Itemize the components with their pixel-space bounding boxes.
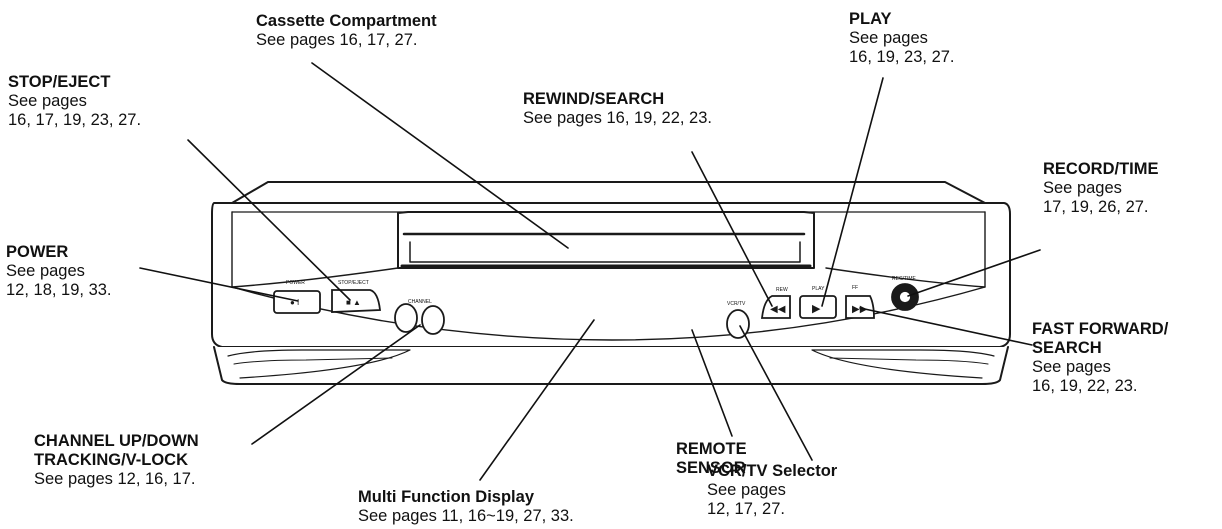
callout-channel-title1: CHANNEL UP/DOWN bbox=[34, 432, 199, 450]
callout-rewind: REWIND/SEARCH See pages 16, 19, 22, 23. bbox=[523, 90, 712, 128]
cassette-slot-face bbox=[409, 241, 801, 263]
leader-remote-sensor bbox=[691, 329, 733, 437]
callout-channel-ref: See pages 12, 16, 17. bbox=[34, 470, 196, 488]
callout-channel: CHANNEL UP/DOWN TRACKING/V-LOCK See page… bbox=[34, 432, 199, 489]
callout-vcr-tv-ref1: See pages bbox=[707, 481, 786, 499]
leader-stop-eject bbox=[187, 139, 351, 301]
base-right-foot bbox=[811, 349, 995, 379]
stop-eject-button bbox=[331, 289, 382, 313]
callout-remote-sensor-title1: REMOTE bbox=[676, 440, 747, 458]
fast-forward-button bbox=[845, 295, 875, 319]
leader-record bbox=[907, 249, 1041, 297]
panel-label-vcr-tv: VCR/TV bbox=[727, 301, 746, 307]
panel-label-rec: REC/TIME bbox=[892, 276, 916, 282]
callout-fast-forward-ref1: See pages bbox=[1032, 358, 1111, 376]
leader-power bbox=[139, 267, 299, 302]
base-left-foot bbox=[227, 349, 411, 379]
panel-label-channel: CHANNEL bbox=[408, 299, 432, 305]
left-bezel bbox=[231, 211, 399, 288]
callout-fast-forward-title2: SEARCH bbox=[1032, 339, 1102, 357]
play-button bbox=[799, 295, 837, 319]
callout-record-title: RECORD/TIME bbox=[1043, 160, 1159, 178]
callout-stop-eject-title: STOP/EJECT bbox=[8, 73, 111, 91]
callout-power-ref1: See pages bbox=[6, 262, 85, 280]
leader-vcr-tv bbox=[739, 325, 813, 461]
callout-remote-sensor-title2: SENSOR bbox=[676, 459, 746, 477]
callout-play-ref1: See pages bbox=[849, 29, 928, 47]
callout-rewind-title: REWIND/SEARCH bbox=[523, 90, 665, 108]
play-symbol: ▶ bbox=[812, 303, 821, 315]
callout-cassette-title: Cassette Compartment bbox=[256, 12, 437, 30]
callout-power-ref2: 12, 18, 19, 33. bbox=[6, 281, 112, 299]
leader-play bbox=[821, 77, 884, 307]
callout-play: PLAY See pages 16, 19, 23, 27. bbox=[849, 10, 955, 67]
callout-stop-eject-ref1: See pages bbox=[8, 92, 87, 110]
vcr-tv-button bbox=[726, 309, 750, 339]
callout-display: Multi Function Display See pages 11, 16~… bbox=[358, 488, 574, 526]
callout-record: RECORD/TIME See pages 17, 19, 26, 27. bbox=[1043, 160, 1159, 217]
callout-rewind-ref: See pages 16, 19, 22, 23. bbox=[523, 109, 712, 127]
callout-display-ref: See pages 11, 16~19, 27, 33. bbox=[358, 507, 574, 525]
record-button-inner bbox=[898, 290, 912, 304]
callout-display-title: Multi Function Display bbox=[358, 488, 534, 506]
rew-symbol: ◀◀ bbox=[770, 304, 786, 315]
callout-stop-eject: STOP/EJECT See pages 16, 17, 19, 23, 27. bbox=[8, 73, 141, 130]
panel-label-rew: REW bbox=[776, 287, 788, 293]
callout-vcr-tv-ref2: 12, 17, 27. bbox=[707, 500, 785, 518]
power-button bbox=[273, 290, 321, 314]
channel-down-button bbox=[394, 303, 418, 333]
callout-record-ref2: 17, 19, 26, 27. bbox=[1043, 198, 1149, 216]
callout-record-ref1: See pages bbox=[1043, 179, 1122, 197]
leader-channel bbox=[251, 324, 421, 445]
panel-label-play: PLAY bbox=[812, 286, 825, 292]
power-symbol: ● I bbox=[290, 298, 299, 307]
right-bezel bbox=[825, 211, 986, 288]
callout-vcr-tv-title: VCR/TV Selector bbox=[707, 462, 838, 480]
cassette-door bbox=[397, 211, 815, 269]
callout-cassette-ref: See pages 16, 17, 27. bbox=[256, 31, 418, 49]
callout-play-title: PLAY bbox=[849, 10, 892, 28]
callout-cassette: Cassette Compartment See pages 16, 17, 2… bbox=[256, 12, 437, 50]
panel-label-power: POWER bbox=[286, 280, 305, 286]
leader-cassette bbox=[311, 62, 569, 249]
base-left-foot-inner bbox=[233, 357, 393, 365]
callout-power: POWER See pages 12, 18, 19, 33. bbox=[6, 243, 112, 300]
channel-up-button bbox=[421, 305, 445, 335]
callout-fast-forward-ref2: 16, 19, 22, 23. bbox=[1032, 377, 1138, 395]
callout-stop-eject-ref2: 16, 17, 19, 23, 27. bbox=[8, 111, 142, 129]
base-right-foot-inner bbox=[829, 357, 989, 365]
panel-label-stop-eject: STOP/EJECT bbox=[338, 280, 369, 286]
vcr-base bbox=[213, 346, 1009, 385]
leader-rewind bbox=[691, 151, 773, 307]
panel-label-ff: FF bbox=[852, 285, 859, 291]
callout-fast-forward-title1: FAST FORWARD/ bbox=[1032, 320, 1169, 338]
callout-channel-title2: TRACKING/V-LOCK bbox=[34, 451, 188, 469]
callout-play-ref2: 16, 19, 23, 27. bbox=[849, 48, 955, 66]
callout-fast-forward: FAST FORWARD/ SEARCH See pages 16, 19, 2… bbox=[1032, 320, 1168, 396]
callout-remote-sensor: REMOTE SENSOR bbox=[676, 440, 747, 478]
leader-display bbox=[479, 319, 595, 481]
ff-symbol: ▶▶ bbox=[852, 304, 868, 315]
vcr-top-lid bbox=[231, 181, 986, 204]
callout-vcr-tv: VCR/TV Selector See pages 12, 17, 27. bbox=[707, 462, 837, 519]
callout-power-title: POWER bbox=[6, 243, 69, 261]
leader-fast-forward bbox=[859, 307, 1033, 346]
stop-eject-symbol: ■ ▲ bbox=[346, 298, 361, 307]
